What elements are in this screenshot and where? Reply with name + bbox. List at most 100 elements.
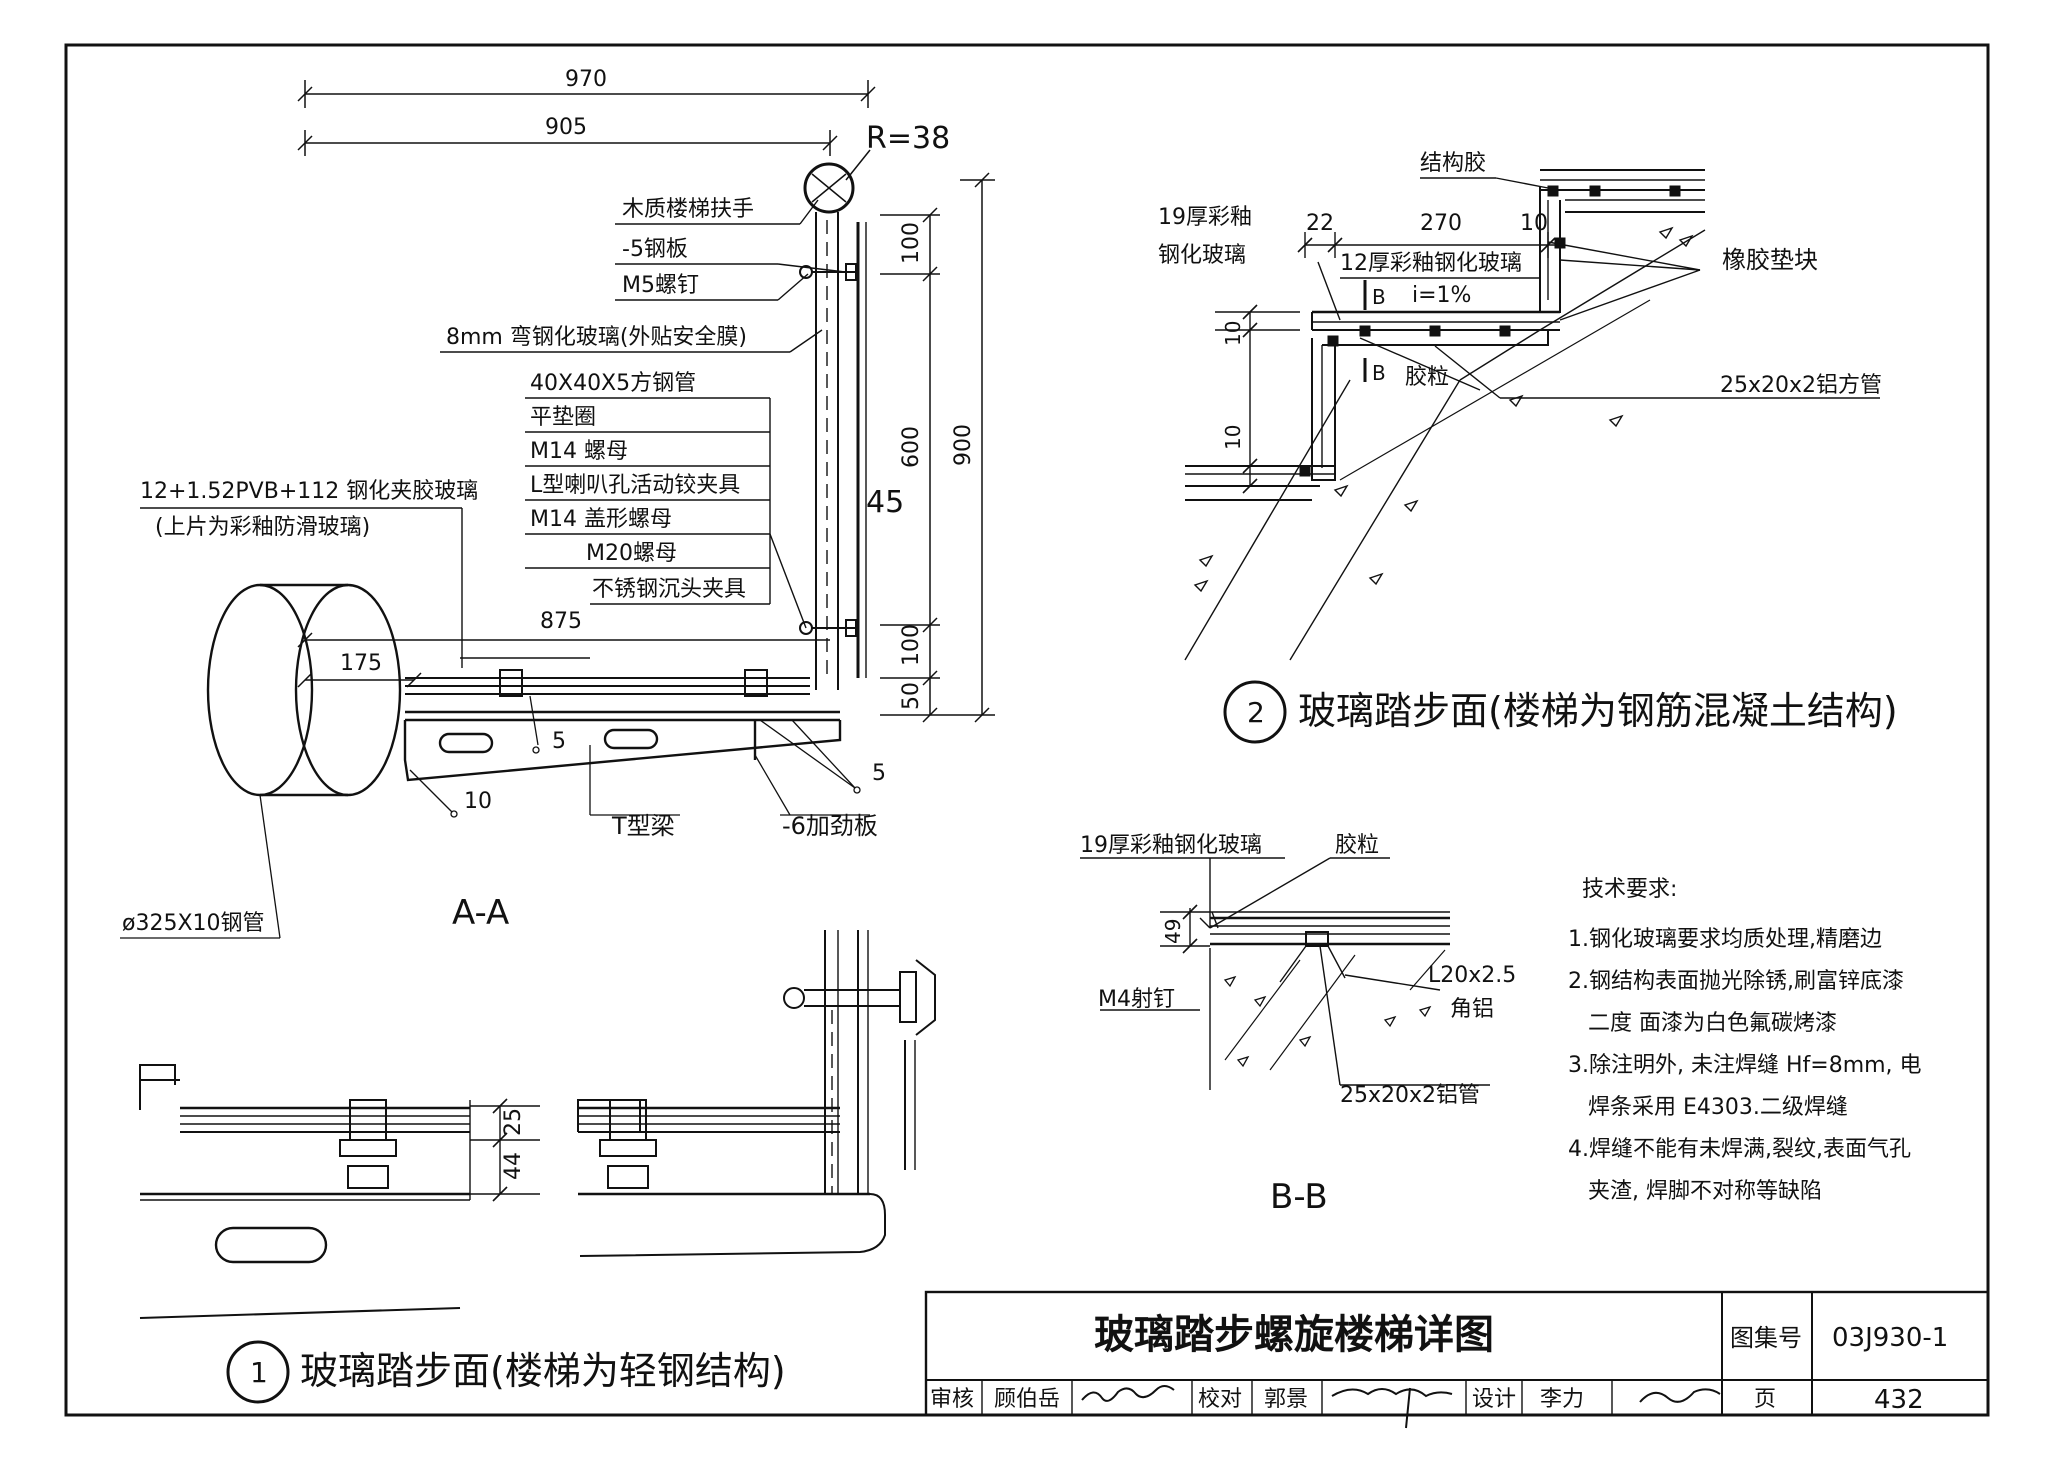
signature-checker xyxy=(1331,1387,1453,1429)
callout-m14-cap-nut: M14 盖形螺母 xyxy=(530,507,672,532)
tech-notes: 技术要求: 1.钢化玻璃要求均质处理,精磨边 2.钢结构表面抛光除锈,刷富锌底漆… xyxy=(1568,877,1922,1204)
dim-r38: R=38 xyxy=(866,121,950,156)
section-aa-label: A-A xyxy=(452,893,509,933)
weld-10: 10 xyxy=(464,789,492,814)
dim-45: 45 xyxy=(866,485,904,520)
dim-44: 44 xyxy=(501,1152,526,1180)
dim-900: 900 xyxy=(951,424,976,466)
dim-10-a: 10 xyxy=(1221,321,1245,346)
callout-csk-clamp: 不锈钢沉头夹具 xyxy=(592,577,746,602)
callout-steel-pipe: ø325X10钢管 xyxy=(122,911,265,936)
dim-875: 875 xyxy=(540,609,582,634)
section-bb-label: B-B xyxy=(1270,1177,1328,1217)
dim-50: 50 xyxy=(899,682,924,710)
detail-2-badge xyxy=(1223,680,1287,744)
dim-10-b: 10 xyxy=(1221,425,1245,450)
dim-905: 905 xyxy=(545,115,587,140)
review-label: 审核 xyxy=(930,1387,974,1412)
tech-note-line: 3.除注明外, 未注焊缝 Hf=8mm, 电 xyxy=(1568,1053,1922,1078)
check-label: 校对 xyxy=(1198,1387,1242,1412)
callout-bent-glass: 8mm 弯钢化玻璃(外贴安全膜) xyxy=(446,325,747,350)
steel-pipe xyxy=(206,583,402,797)
reviewer-name: 顾伯岳 xyxy=(994,1387,1060,1412)
design-label: 设计 xyxy=(1472,1387,1516,1412)
drawing-title: 玻璃踏步螺旋楼梯详图 xyxy=(1094,1312,1494,1358)
callout-angle-alu: 角铝 xyxy=(1450,997,1494,1022)
detail-1-caption: 玻璃踏步面(楼梯为轻钢结构) xyxy=(300,1349,786,1393)
signature-reviewer xyxy=(1081,1385,1175,1402)
callout-19mm-glass-2: 钢化玻璃 xyxy=(1158,243,1246,268)
callout-alu-tube: 25x20x2铝方管 xyxy=(1720,373,1882,398)
section-mark-b-top: B xyxy=(1372,285,1386,309)
section-mark-b-bottom: B xyxy=(1372,361,1386,385)
atlas-label: 图集号 xyxy=(1730,1324,1802,1352)
dim-175: 175 xyxy=(340,651,382,676)
detail-1-number: 1 xyxy=(250,1356,268,1389)
dim-970: 970 xyxy=(565,67,607,92)
callout-steel-plate: -5钢板 xyxy=(622,237,688,262)
callout-bb-dot: 胶粒 xyxy=(1335,833,1379,858)
handrail-section xyxy=(803,162,855,214)
tech-notes-heading: 技术要求: xyxy=(1582,877,1677,902)
aa-right-dims xyxy=(880,172,995,723)
dim-600: 600 xyxy=(899,426,924,468)
dim-25: 25 xyxy=(501,1108,526,1136)
weld-5-a: 5 xyxy=(552,729,566,754)
callout-angle-size: L20x2.5 xyxy=(1428,963,1516,988)
callout-bb-glass: 19厚彩釉钢化玻璃 xyxy=(1080,833,1262,858)
weld-5-b: 5 xyxy=(872,761,886,786)
detail-2-number: 2 xyxy=(1247,696,1265,729)
dim-10: 10 xyxy=(1520,211,1548,236)
post-bolts xyxy=(799,263,858,637)
atlas-number: 03J930-1 xyxy=(1832,1323,1948,1353)
dim-49: 49 xyxy=(1161,919,1185,944)
section-aa: 970 905 R=38 xyxy=(120,67,995,939)
t-beam xyxy=(403,710,842,782)
callout-19mm-glass-1: 19厚彩釉 xyxy=(1158,205,1252,230)
tech-note-line: 1.钢化玻璃要求均质处理,精磨边 xyxy=(1568,927,1882,952)
callout-structural-sealant: 结构胶 xyxy=(1420,151,1486,176)
callout-washer: 平垫圈 xyxy=(530,405,596,430)
callout-m5-screw: M5螺钉 xyxy=(622,273,699,298)
detail-1-badge xyxy=(226,1340,290,1404)
tech-note-line: 4.焊缝不能有未焊满,裂纹,表面气孔 xyxy=(1568,1137,1911,1162)
dim-22: 22 xyxy=(1306,211,1334,236)
tech-note-line: 焊条采用 E4303.二级焊缝 xyxy=(1588,1095,1848,1120)
tech-note-line: 夹渣, 焊脚不对称等缺陷 xyxy=(1588,1179,1822,1204)
signature-designer xyxy=(1639,1388,1721,1403)
aa-top-dims xyxy=(297,80,876,156)
bent-glass-panel xyxy=(815,212,867,690)
callout-rubber-pad: 橡胶垫块 xyxy=(1722,246,1818,274)
callout-handrail: 木质楼梯扶手 xyxy=(622,197,754,222)
page-number: 432 xyxy=(1874,1385,1924,1415)
section-bb xyxy=(1080,857,1490,1090)
checker-name: 郭景 xyxy=(1264,1387,1308,1412)
callout-square-tube: 40X40X5方钢管 xyxy=(530,371,696,396)
callout-t-beam: T型梁 xyxy=(611,812,675,840)
page-label: 页 xyxy=(1754,1387,1776,1412)
callout-12mm-glass: 12厚彩釉钢化玻璃 xyxy=(1340,251,1522,276)
callout-m14-nut: M14 螺母 xyxy=(530,439,628,464)
detail-2 xyxy=(1184,169,1880,661)
glass-tread xyxy=(405,669,810,697)
callout-stiffener: -6加劲板 xyxy=(782,812,878,840)
aa-callout-leaders xyxy=(440,199,846,659)
detail-1 xyxy=(139,930,936,1319)
callout-bb-tube: 25x20x2铝管 xyxy=(1340,1083,1480,1108)
callout-m20-nut: M20螺母 xyxy=(586,541,677,566)
designer-name: 李力 xyxy=(1540,1387,1584,1412)
callout-laminated-glass-note: (上片为彩釉防滑玻璃) xyxy=(155,515,370,540)
dim-100-bottom: 100 xyxy=(899,624,924,666)
tech-note-line: 2.钢结构表面抛光除锈,刷富锌底漆 xyxy=(1568,969,1904,994)
slope-label: i=1% xyxy=(1412,283,1471,308)
dim-100-top: 100 xyxy=(899,222,924,264)
callout-shot-nail: M4射钉 xyxy=(1098,987,1175,1012)
dim-270: 270 xyxy=(1420,211,1462,236)
tech-note-line: 二度 面漆为白色氟碳烤漆 xyxy=(1588,1011,1837,1036)
callout-laminated-glass: 12+1.52PVB+112 钢化夹胶玻璃 xyxy=(140,479,478,504)
detail-2-caption: 玻璃踏步面(楼梯为钢筋混凝土结构) xyxy=(1298,689,1898,733)
title-block xyxy=(924,1290,1990,1429)
callout-rubber-dot: 胶粒 xyxy=(1405,365,1449,390)
callout-l-clamp: L型喇叭孔活动铰夹具 xyxy=(530,473,740,498)
